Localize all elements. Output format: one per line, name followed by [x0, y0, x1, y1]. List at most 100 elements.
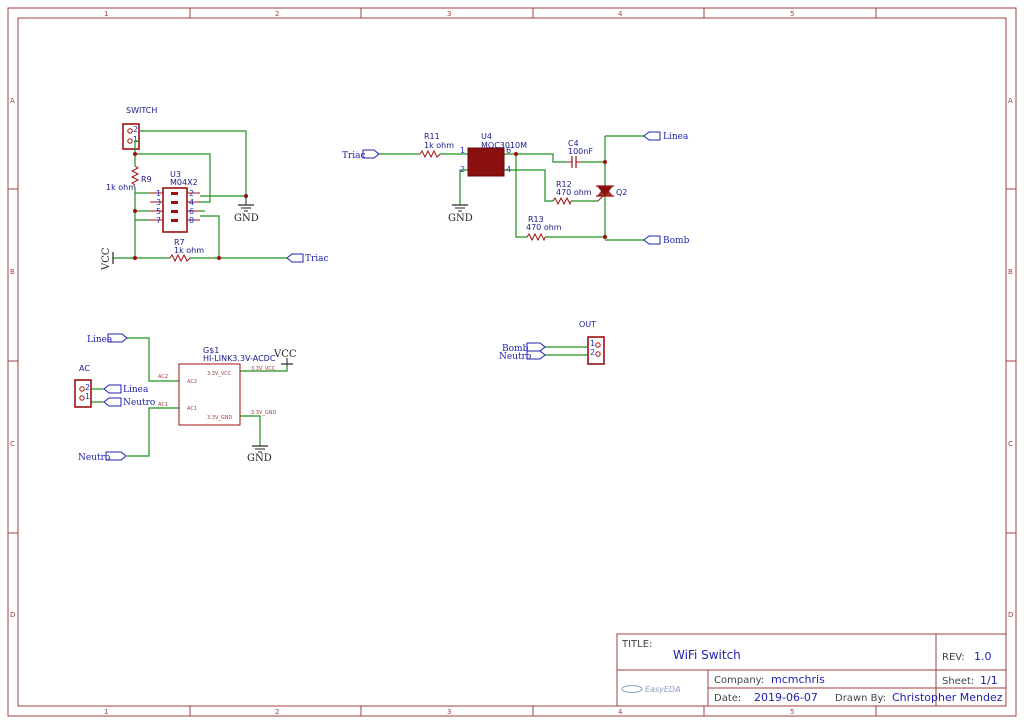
- row-label-b: B: [10, 268, 15, 276]
- wires-power-block: [91, 337, 288, 457]
- triac-q2: [596, 185, 614, 202]
- u3-pin-1: 1: [156, 189, 161, 198]
- u3-ref: U3: [170, 170, 181, 179]
- power-module-g1: [178, 363, 241, 426]
- title-label: TITLE:: [621, 639, 652, 650]
- u3-pin-2: 2: [189, 189, 194, 198]
- switch-pin-2: 2: [133, 125, 138, 134]
- net-label-triac-in: Triac: [342, 151, 366, 161]
- switch-pin-1: 1: [133, 135, 138, 144]
- u4-pin-1: 1: [460, 146, 465, 155]
- company-label: Company:: [714, 675, 764, 686]
- net-label-neutro-out: Neutro: [499, 352, 531, 362]
- g1-value: HI-LINK3.3V-ACDC: [203, 354, 276, 363]
- r13-ref: R13: [528, 215, 544, 224]
- u3-pin-5: 5: [156, 207, 161, 216]
- g1-ref: G$1: [203, 346, 219, 355]
- g1-pin-vcc-outer: 3.3V_VCC: [251, 366, 276, 372]
- rev-label: REV:: [942, 652, 965, 663]
- net-flag-linea-in: [107, 333, 128, 343]
- net-flag-bomb-q2: [643, 235, 661, 245]
- resistor-r7: [169, 253, 191, 263]
- net-flag-bomb-out: [526, 342, 546, 352]
- row-label-d-right: D: [1008, 611, 1013, 619]
- header-u3: [162, 187, 188, 233]
- drawn-by-label: Drawn By:: [835, 693, 886, 704]
- r11-value: 1k ohm: [424, 141, 454, 150]
- g1-pin-gnd-outer: 3.3V_GND: [251, 410, 276, 416]
- r12-value: 470 ohm: [556, 188, 592, 197]
- wires-switch-block: [113, 130, 287, 259]
- u3-value: M04X2: [170, 178, 198, 187]
- row-label-c-right: C: [1008, 440, 1013, 448]
- r12-ref: R12: [556, 180, 572, 189]
- ac-name: AC: [79, 364, 90, 373]
- capacitor-c4: [567, 156, 581, 168]
- u3-pin-markers: [150, 192, 200, 222]
- gnd-symbol-u4: [452, 204, 468, 212]
- sheet-label: Sheet:: [942, 676, 974, 687]
- q2-ref: Q2: [616, 188, 627, 197]
- date-label: Date:: [714, 693, 741, 704]
- net-flag-triac-out: [286, 253, 304, 263]
- sheet-title: WiFi Switch: [673, 648, 741, 662]
- u4-value: MOC3010M: [481, 141, 527, 150]
- g1-pin-ac1-outer: AC1: [158, 402, 168, 408]
- ac-pin-1: 1: [85, 392, 90, 401]
- net-label-linea-q2: Linea: [663, 132, 689, 142]
- net-label-neutro-ac: Neutro: [123, 398, 155, 408]
- net-label-linea-ac: Linea: [123, 385, 149, 395]
- net-flag-neutro-in: [105, 451, 127, 461]
- u4-pin-6: 6: [506, 146, 511, 155]
- resistor-r9: [130, 165, 140, 186]
- col-label-4-bottom: 4: [618, 708, 623, 716]
- net-flag-triac-in: [362, 149, 380, 159]
- wires-out: [545, 346, 588, 356]
- resistor-r13: [526, 232, 546, 242]
- rev-value: 1.0: [974, 650, 992, 663]
- easyeda-logo: EasyEDA: [621, 685, 681, 694]
- u3-pin-3: 3: [156, 198, 161, 207]
- col-label-1-bottom: 1: [104, 708, 108, 716]
- net-label-linea-in: Linea: [87, 335, 113, 345]
- c4-ref: C4: [568, 139, 579, 148]
- r7-value: 1k ohm: [174, 246, 204, 255]
- row-label-a: A: [10, 97, 15, 105]
- net-flag-neutro-ac: [103, 397, 122, 407]
- net-label-triac-out: Triac: [305, 254, 329, 264]
- u4-pin-4: 4: [506, 165, 511, 174]
- gnd-label-module: GND: [247, 453, 272, 464]
- junctions-switch-block: [133, 152, 248, 260]
- wires-u4-block: [379, 135, 644, 241]
- col-label-5-bottom: 5: [790, 708, 794, 716]
- resistor-r12: [552, 196, 572, 206]
- junctions-u4-block: [514, 152, 607, 239]
- col-label-3-bottom: 3: [447, 708, 451, 716]
- gnd-symbol-module: [252, 445, 268, 453]
- row-label-c: C: [10, 440, 15, 448]
- u4-pin-2: 2: [460, 165, 465, 174]
- g1-pin-ac2-outer: AC2: [158, 374, 168, 380]
- g1-pin-ac2: AC2: [187, 379, 197, 385]
- date-value: 2019-06-07: [754, 691, 818, 704]
- sheet-frame: [7, 7, 1017, 717]
- c4-value: 100nF: [568, 147, 593, 156]
- ac-connector: [74, 379, 92, 408]
- optotriac-u4: [467, 147, 505, 177]
- out-pin-1: 1: [590, 339, 595, 348]
- drawn-by-value: Christopher Mendez: [892, 691, 1003, 704]
- net-flag-linea-q2: [643, 131, 661, 141]
- col-label-5: 5: [790, 10, 794, 18]
- net-label-bomb-out: Bomb: [502, 344, 529, 354]
- net-label-neutro-in: Neutro: [78, 453, 110, 463]
- row-label-a-right: A: [1008, 97, 1013, 105]
- net-label-bomb-q2: Bomb: [663, 236, 690, 246]
- g1-pin-gnd: 3.3V_GND: [207, 415, 232, 421]
- title-block: [616, 633, 1007, 707]
- g1-pin-vcc: 3.3V_VCC: [207, 371, 232, 377]
- vcc-label-module: VCC: [273, 349, 297, 360]
- row-label-b-right: B: [1008, 268, 1013, 276]
- gnd-symbol-switch: [238, 196, 254, 212]
- r11-ref: R11: [424, 132, 440, 141]
